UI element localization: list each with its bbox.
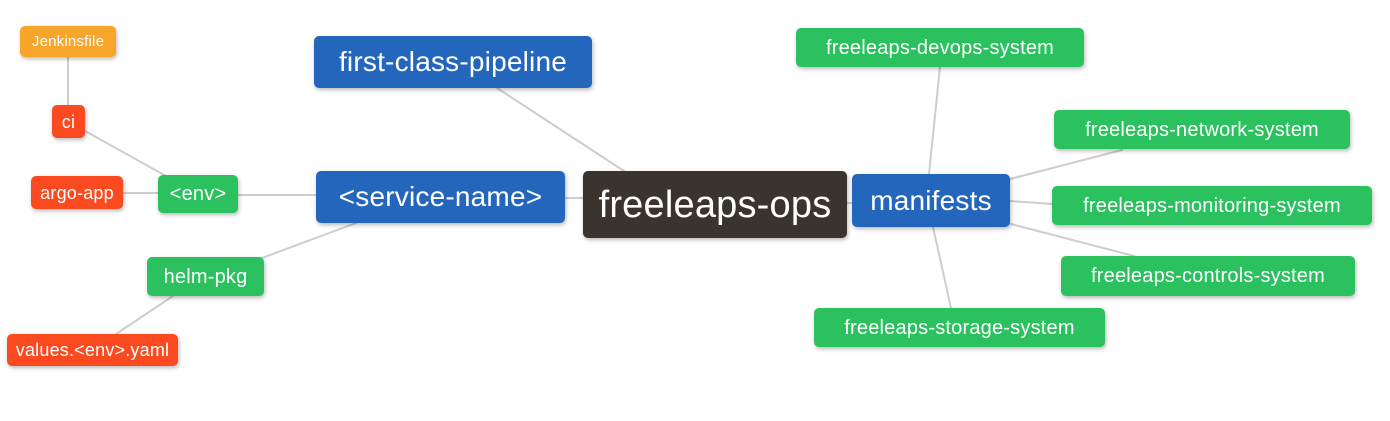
node-helm-pkg[interactable]: helm-pkg: [147, 257, 264, 296]
node-freeleaps-devops-system[interactable]: freeleaps-devops-system: [796, 28, 1084, 67]
edge-manifests-to-freeleaps-controls-system: [1010, 223, 1135, 257]
edge-first-class-pipeline-to-freeleaps-ops: [496, 87, 625, 172]
node-freeleaps-ops[interactable]: freeleaps-ops: [583, 171, 847, 238]
node-ci[interactable]: ci: [52, 105, 85, 138]
node-argo-app[interactable]: argo-app: [31, 176, 123, 209]
node-freeleaps-storage-system[interactable]: freeleaps-storage-system: [814, 308, 1105, 347]
node-jenkinsfile[interactable]: Jenkinsfile: [20, 26, 116, 57]
edge-ci-to-env: [84, 130, 167, 177]
edge-manifests-to-freeleaps-network-system: [1009, 149, 1123, 180]
node-freeleaps-controls-system[interactable]: freeleaps-controls-system: [1061, 256, 1355, 296]
edge-manifests-to-freeleaps-monitoring-system: [1009, 200, 1053, 205]
edge-manifests-to-freeleaps-storage-system: [932, 226, 952, 309]
node-manifests[interactable]: manifests: [852, 174, 1010, 227]
node-env[interactable]: <env>: [158, 175, 238, 213]
edge-helm-pkg-to-service-name: [261, 222, 357, 259]
node-service-name[interactable]: <service-name>: [316, 171, 565, 223]
node-first-class-pipeline[interactable]: first-class-pipeline: [314, 36, 592, 88]
node-freeleaps-monitoring-system[interactable]: freeleaps-monitoring-system: [1052, 186, 1372, 225]
node-freeleaps-network-system[interactable]: freeleaps-network-system: [1054, 110, 1350, 149]
node-values-env-yaml[interactable]: values.<env>.yaml: [7, 334, 178, 366]
edge-values-env-yaml-to-helm-pkg: [115, 295, 174, 335]
edge-freeleaps-devops-system-to-manifests: [928, 66, 941, 175]
